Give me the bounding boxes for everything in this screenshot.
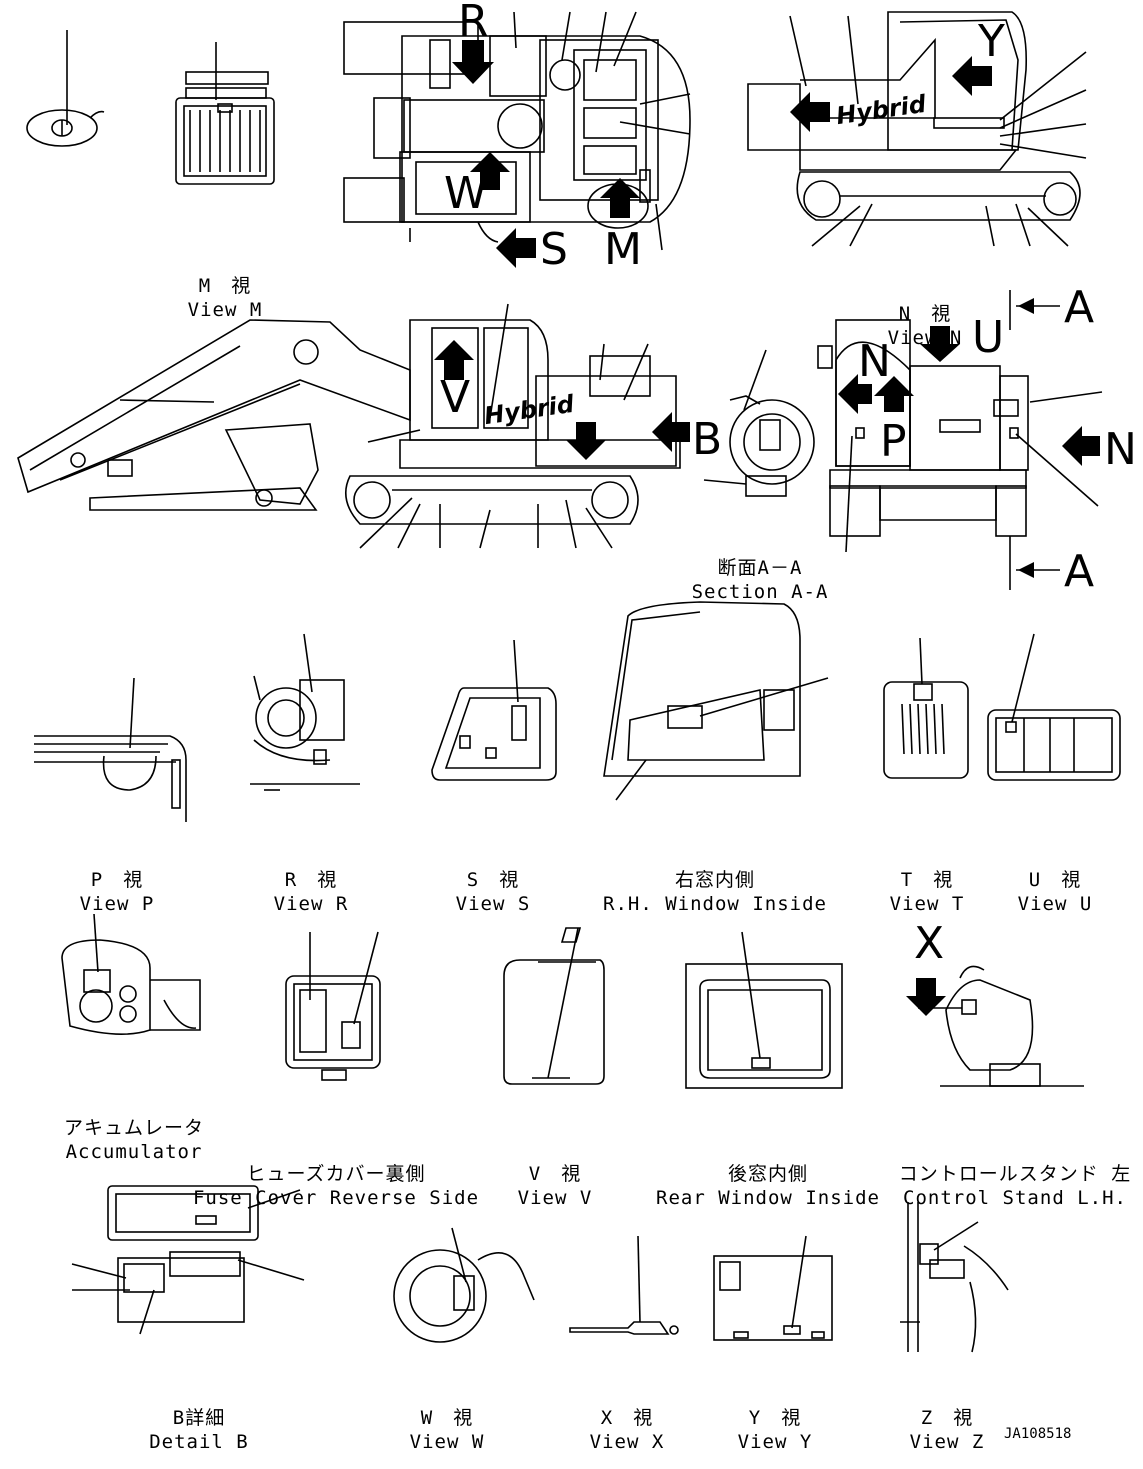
accumulator-drawing bbox=[61, 913, 201, 1035]
view-letter-u: U bbox=[972, 312, 1005, 363]
detail-b-drawing bbox=[71, 1185, 305, 1335]
view-x-drawing bbox=[569, 1235, 679, 1335]
view-p-drawing bbox=[34, 677, 187, 822]
rear-view-drawing bbox=[817, 290, 1103, 590]
view-s-drawing bbox=[431, 639, 557, 781]
view-letter-v: V bbox=[440, 372, 471, 423]
rear-window-drawing bbox=[685, 931, 843, 1089]
view-n-side-drawing bbox=[747, 11, 1087, 247]
rh-window-drawing bbox=[603, 601, 829, 801]
rear-view-arrows bbox=[838, 298, 1100, 578]
control-stand-arrow bbox=[906, 978, 946, 1016]
drawing-number: JA108518 bbox=[1004, 1426, 1072, 1442]
view-w-drawing bbox=[393, 1227, 535, 1343]
view-letter-w: W bbox=[444, 168, 488, 219]
view-letter-r: R bbox=[458, 0, 489, 47]
section-aa-drawing bbox=[703, 349, 815, 497]
warning-tag-drawing bbox=[26, 30, 105, 147]
view-letter-b: B bbox=[692, 414, 723, 465]
view-letter-n: N bbox=[858, 336, 891, 387]
view-z-drawing bbox=[900, 1202, 1009, 1353]
plan-view-arrows bbox=[452, 40, 640, 268]
view-letter-m: M bbox=[604, 224, 642, 275]
view-letter-y: Y bbox=[978, 16, 1005, 67]
plan-view-drawing bbox=[343, 11, 691, 251]
view-letter-p: P bbox=[880, 416, 907, 467]
view-t-drawing bbox=[883, 637, 969, 779]
view-m-radiator-drawing bbox=[175, 42, 275, 185]
section-letter-a-top: A bbox=[1064, 282, 1095, 333]
excavator-arrows bbox=[434, 340, 690, 460]
fuse-cover-drawing bbox=[285, 931, 381, 1081]
view-n-arrows bbox=[790, 56, 992, 132]
view-letter-n-side: N bbox=[1104, 424, 1137, 475]
view-r-drawing bbox=[250, 633, 360, 791]
view-v-drawing bbox=[503, 927, 605, 1085]
view-y-drawing bbox=[713, 1235, 833, 1341]
section-letter-a-bottom: A bbox=[1064, 546, 1095, 597]
control-stand-drawing bbox=[918, 965, 1084, 1087]
view-letter-s: S bbox=[540, 224, 568, 275]
view-letter-x: X bbox=[914, 918, 945, 969]
view-u-drawing bbox=[987, 633, 1121, 781]
